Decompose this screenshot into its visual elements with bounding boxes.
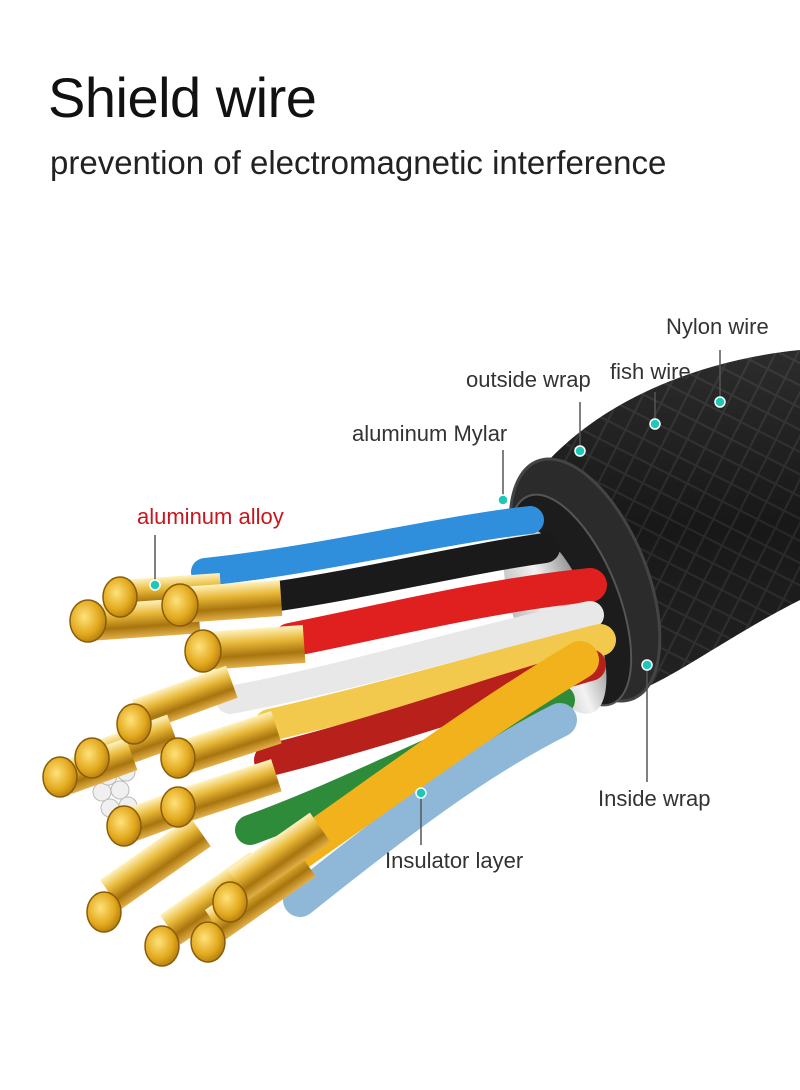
gold-pin-faces bbox=[42, 576, 248, 967]
label-aluminum-alloy: aluminum alloy bbox=[137, 504, 284, 529]
label-outside-wrap: outside wrap bbox=[466, 367, 591, 392]
label-nylon-wire: Nylon wire bbox=[666, 314, 769, 339]
marker-dots bbox=[149, 396, 726, 799]
diagram-subtitle: prevention of electromagnetic interferen… bbox=[50, 144, 667, 181]
label-fish-wire: fish wire bbox=[610, 359, 691, 384]
diagram-title: Shield wire bbox=[48, 66, 317, 129]
label-aluminum-mylar: aluminum Mylar bbox=[352, 421, 508, 446]
label-inside-wrap: Inside wrap bbox=[598, 786, 711, 811]
leader-lines bbox=[154, 350, 721, 845]
wire-bundle bbox=[191, 506, 616, 917]
label-insulator-layer: Insulator layer bbox=[385, 848, 524, 873]
